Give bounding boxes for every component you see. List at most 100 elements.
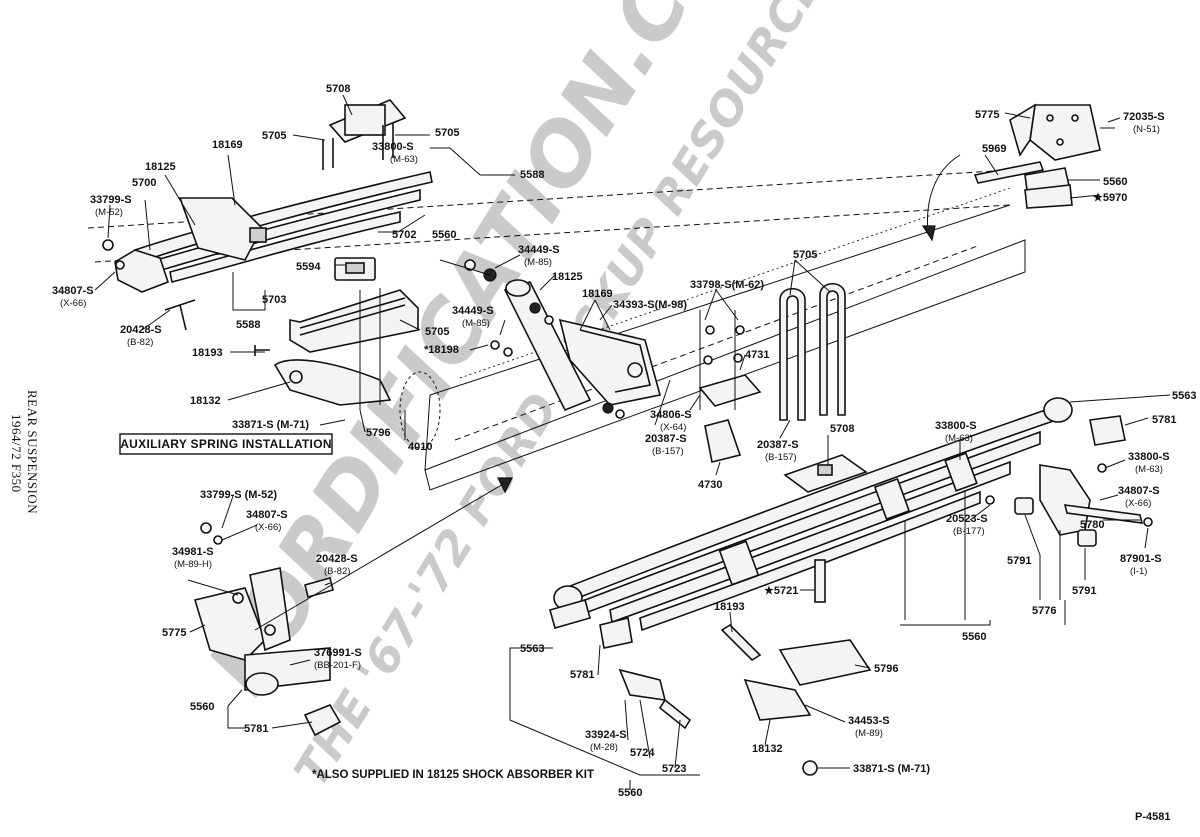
part-label-sub: (B-157) [765,452,797,463]
part-label: 4730 [698,479,722,491]
part-label: 20387-S [645,433,687,445]
auxiliary-spring-box: AUXILIARY SPRING INSTALLATION [119,433,333,455]
part-label: 33800-S [935,420,977,432]
part-label-sub: (M-28) [590,742,618,753]
part-label: 18169 [582,288,613,300]
part-label: 5588 [236,319,260,331]
part-label: 5723 [662,763,686,775]
part-label: 5705 [262,130,286,142]
part-label-sub: (X-64) [660,422,686,433]
part-label: 20387-S [757,439,799,451]
part-label: 5560 [618,787,642,799]
part-label: 18193 [192,347,223,359]
part-label: 34449-S [518,244,560,256]
part-label: 5560 [962,631,986,643]
part-label-sub: (X-66) [255,522,281,533]
part-label: 5563 [520,643,544,655]
part-label: 34806-S [650,409,692,421]
part-label-sub: (M-85) [462,318,490,329]
part-label: 5705 [793,249,817,261]
shock-absorber-assembly [439,259,661,419]
main-leaf-spring [549,397,1153,776]
part-label: 5796 [874,663,898,675]
part-label-sub: (B-82) [324,566,350,577]
side-title-line-2: 1964/72 F350 [9,414,24,493]
auxiliary-spring-assembly [102,99,441,449]
part-label: 5780 [1080,519,1104,531]
part-label-sub: (I-1) [1130,566,1147,577]
part-label-sub: (X-66) [60,298,86,309]
part-label-sub: (M-89-H) [174,559,212,570]
part-label: 34393-S(M-98) [613,299,687,311]
part-label: ★5721 [764,585,798,597]
part-label-sub: (M-85) [524,257,552,268]
part-label: 18125 [552,271,583,283]
part-label: 34807-S [246,509,288,521]
part-label: 5560 [190,701,214,713]
part-label: 5781 [244,723,268,735]
part-label-sub: (BB-201-F) [314,660,361,671]
part-label: ★5970 [1093,192,1127,204]
leader-lines [94,94,1171,790]
part-label: *18198 [424,344,459,356]
part-label-sub: (X-66) [1125,498,1151,509]
part-label: 4010 [408,441,432,453]
part-label: 376991-S [314,647,362,659]
part-label: 34453-S [848,715,890,727]
part-label-sub: (M-52) [95,207,123,218]
part-label: 4731 [745,349,769,361]
auxiliary-spring-installation-label: AUXILIARY SPRING INSTALLATION [120,437,332,451]
part-label: 33871-S (M-71) [232,419,309,431]
part-label: 5563 [1172,390,1196,402]
part-label-sub: (M-89) [855,728,883,739]
part-label: 5708 [830,423,854,435]
part-label: 5700 [132,177,156,189]
part-label: 18193 [714,601,745,613]
part-label: 33799-S (M-52) [200,489,277,501]
rear-hanger-assembly [193,477,513,737]
part-label: 34807-S [1118,485,1160,497]
part-label-sub: (B-157) [652,446,684,457]
part-label: 33924-S [585,729,627,741]
side-title: REAR SUSPENSION 1964/72 F350 [9,390,40,514]
part-label: 20428-S [120,324,162,336]
part-label: 33871-S (M-71) [853,763,930,775]
part-labels: 5708 5705 5705 18169 33800-S (M-63) 1812… [52,83,1196,799]
part-label: 18125 [145,161,176,173]
part-label: 33800-S [1128,451,1170,463]
part-label: 5781 [1152,414,1176,426]
part-label: 18132 [190,395,221,407]
part-label: 20428-S [316,553,358,565]
part-label: 5560 [432,229,456,241]
part-label: 34449-S [452,305,494,317]
part-label: 33798-S(M-62) [690,279,764,291]
part-label: 5791 [1072,585,1096,597]
part-label: 5724 [630,747,655,759]
part-label: 87901-S [1120,553,1162,565]
part-label: 18132 [752,743,783,755]
part-label: 5796 [366,427,390,439]
part-label: 5776 [1032,605,1056,617]
part-label: 5791 [1007,555,1031,567]
part-label-sub: (N-51) [1133,124,1160,135]
part-label: 33800-S [372,141,414,153]
part-label: 5708 [326,83,350,95]
part-label: 34981-S [172,546,214,558]
part-label: 5560 [1103,176,1127,188]
u-bolt-assembly [698,282,868,493]
part-label: 72035-S [1123,111,1165,123]
part-label: 33799-S [90,194,132,206]
part-label: 5588 [520,169,544,181]
part-label: 18169 [212,139,243,151]
footnote: *ALSO SUPPLIED IN 18125 SHOCK ABSORBER K… [312,769,594,781]
side-title-line-1: REAR SUSPENSION [25,390,40,514]
part-label-sub: (M-63) [1135,464,1163,475]
part-label: 5781 [570,669,594,681]
part-label-sub: (M-63) [390,154,418,165]
part-label: 5969 [982,143,1006,155]
part-label: 5705 [435,127,459,139]
part-label-sub: (M-63) [945,433,973,444]
part-label: 5705 [425,326,449,338]
part-label: 5702 [392,229,416,241]
